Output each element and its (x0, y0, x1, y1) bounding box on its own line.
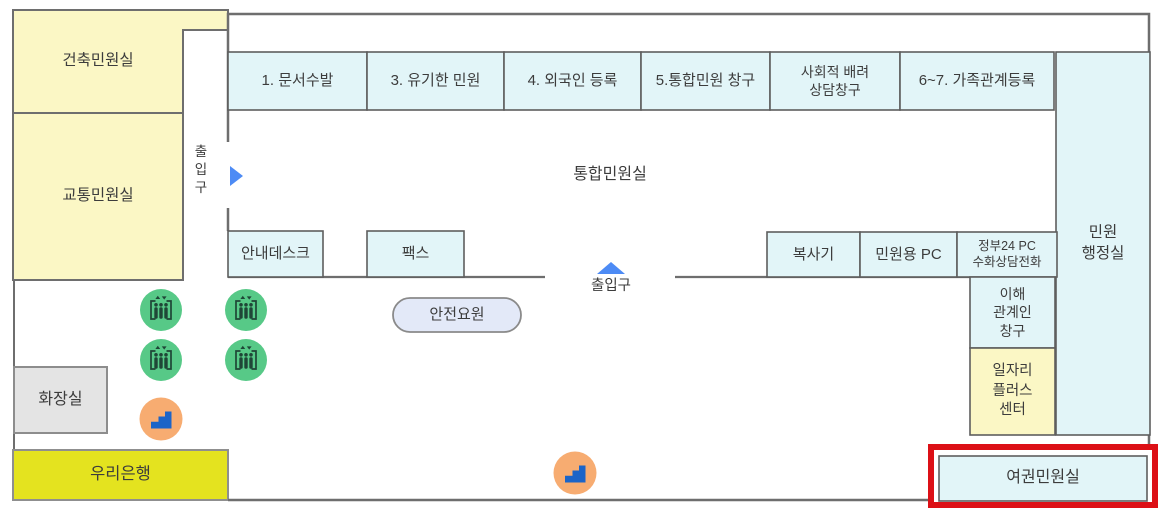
main-hall-label: 통합민원실 (573, 165, 647, 183)
room-traffic-label: 교통민원실 (62, 187, 134, 205)
station-info-desk-label: 안내데스크 (240, 245, 310, 263)
counter-box-4 (503, 51, 642, 111)
counter-label-4: 4. 외국인 등록 (527, 72, 618, 90)
counter-box-3 (366, 51, 505, 111)
station-fax-shape (366, 230, 465, 278)
station-public-pc-shape (859, 231, 958, 278)
counter-box-1 (227, 51, 368, 111)
station-job-plus-label: 일자리 플러스 센터 (992, 363, 1033, 419)
station-copier-label: 복사기 (792, 245, 835, 263)
room-bank-shape (12, 449, 229, 501)
station-stakeholder-label: 이해 관계인 창구 (993, 286, 1032, 339)
passport-room-highlight (928, 444, 1158, 508)
room-passport-label: 여권민원실 (1006, 469, 1080, 487)
station-gov24-pc-label: 정부24 PC 수화상담전화 (972, 238, 1042, 269)
station-gov24-pc-shape (956, 231, 1058, 278)
entrance-arrow-right-icon (230, 166, 243, 186)
station-fax-label: 팩스 (401, 245, 430, 263)
entrance-arrow-up-icon (597, 262, 625, 274)
counter-label-5: 5.통합민원 창구 (655, 72, 756, 90)
station-stakeholder-shape (969, 276, 1056, 349)
room-bank-label: 우리은행 (90, 465, 151, 484)
elevator-icon (225, 339, 267, 381)
stairs-icon (553, 451, 597, 495)
room-admin-office-label: 민원 행정실 (1081, 224, 1125, 262)
counter-box-social (769, 51, 901, 111)
counter-label-6-7: 6~7. 가족관계등록 (918, 72, 1036, 90)
station-info-desk-shape (227, 230, 324, 278)
room-passport-shape (938, 455, 1148, 502)
counter-label-social: 사회적 배려 상담창구 (800, 63, 870, 98)
room-building-permit-label: 건축민원실 (62, 52, 134, 70)
counter-label-3: 3. 유기한 민원 (390, 72, 481, 90)
room-traffic-shape (12, 112, 184, 281)
counter-box-5 (640, 51, 771, 111)
counter-box-6-7 (899, 51, 1055, 111)
entrance-left-label: 출입구 (194, 144, 208, 195)
entrance-bottom-label: 출입구 (590, 278, 632, 295)
elevator-icon (140, 289, 182, 331)
room-restroom-shape (13, 366, 108, 434)
safety-officer-label: 안전요원 (429, 306, 485, 324)
room-restroom-label: 화장실 (38, 390, 83, 408)
counter-label-1: 1. 문서수발 (261, 72, 334, 90)
safety-officer-pill (392, 297, 522, 333)
room-admin-office-shape (1055, 51, 1151, 436)
station-job-plus-shape (969, 347, 1056, 436)
elevator-icon (140, 339, 182, 381)
stairs-icon (139, 397, 183, 441)
station-public-pc-label: 민원용 PC (875, 245, 942, 263)
elevator-icon (225, 289, 267, 331)
